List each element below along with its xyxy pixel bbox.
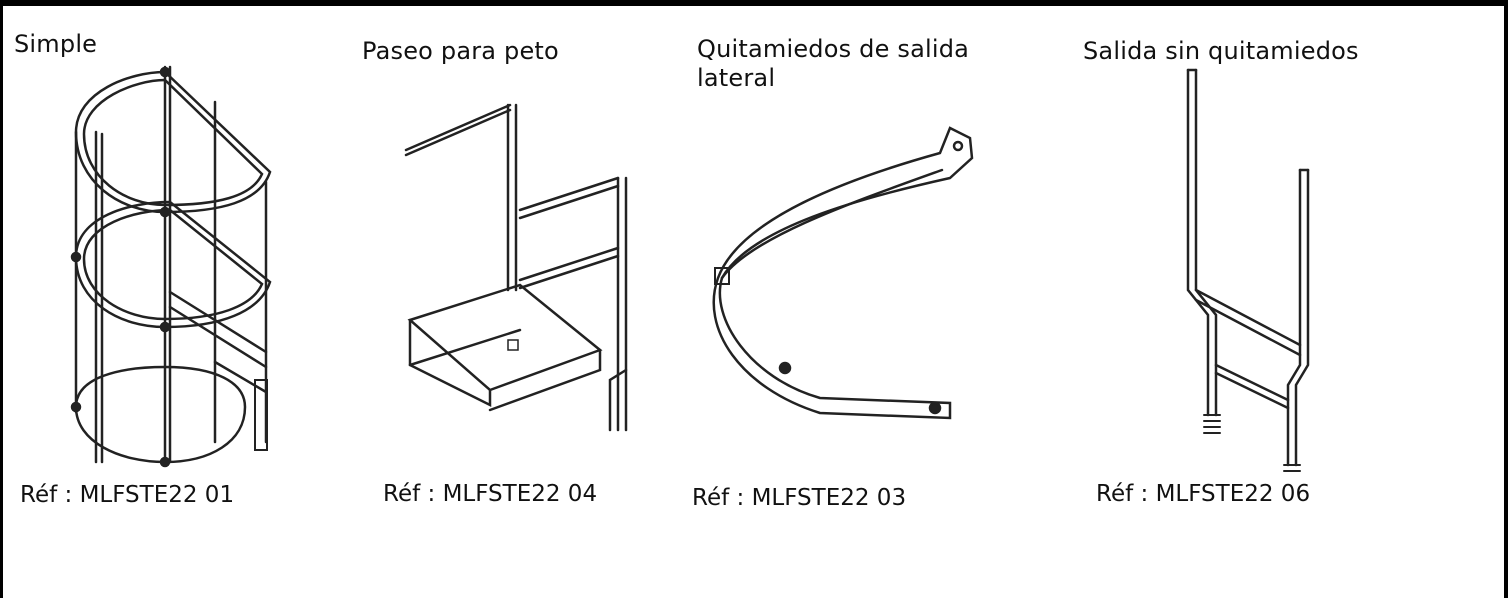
product-title: Paseo para peto: [362, 37, 559, 65]
product-reference: Réf : MLFSTE22 01: [20, 482, 235, 508]
exit-rail-icon: [1160, 65, 1340, 475]
product-reference: Réf : MLFSTE22 03: [692, 485, 907, 511]
side-exit-hoop-icon: [710, 118, 980, 428]
parapet-walkway-icon: [400, 80, 650, 450]
product-title: Salida sin quitamiedos: [1083, 37, 1359, 65]
product-reference: Réf : MLFSTE22 04: [383, 481, 598, 507]
product-title: Simple: [14, 30, 98, 58]
ladder-cage-icon: [40, 62, 300, 472]
product-reference: Réf : MLFSTE22 06: [1096, 481, 1311, 507]
product-title: Quitamiedos de salida lateral: [697, 35, 970, 92]
